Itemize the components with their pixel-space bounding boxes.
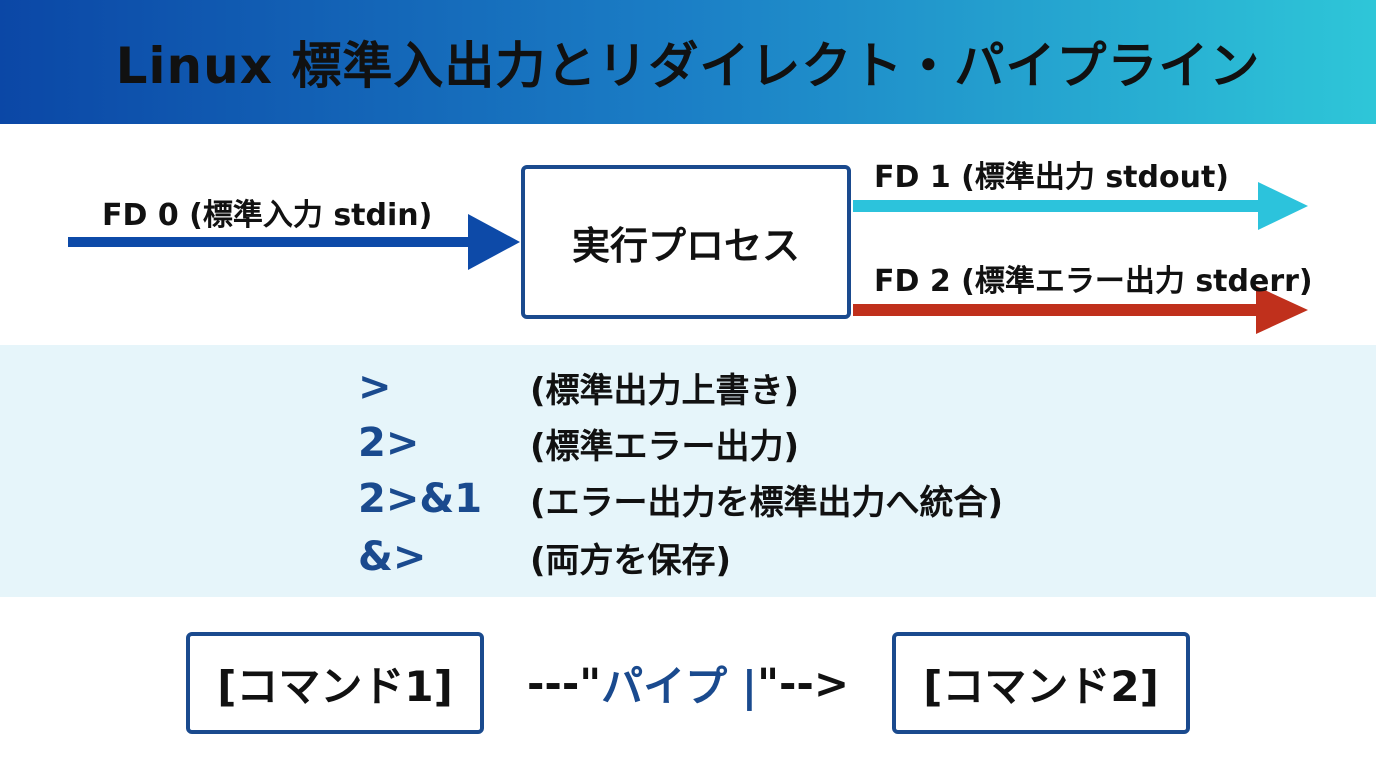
stdin-arrow	[68, 214, 520, 270]
operator-description: (標準出力上書き)	[530, 370, 800, 411]
stderr-label: FD 2 (標準エラー出力 stderr)	[874, 264, 1313, 299]
process-box: 実行プロセス	[521, 165, 851, 319]
flow-diagram	[68, 182, 1308, 334]
operator-description: (エラー出力を標準出力へ統合)	[530, 482, 1004, 523]
redirect-operators-panel	[0, 345, 1376, 597]
operator-symbol: 2>&1	[358, 476, 483, 522]
stderr-arrow	[853, 286, 1308, 334]
stdout-arrow	[853, 182, 1308, 230]
operator-symbol: >	[358, 364, 392, 410]
pipe-word: パイプ |	[601, 661, 758, 711]
operator-description: (両方を保存)	[530, 540, 732, 581]
page-title: Linux 標準入出力とリダイレクト・パイプライン	[115, 37, 1261, 95]
operator-symbol: 2>	[358, 420, 420, 466]
operator-description: (標準エラー出力)	[530, 426, 800, 467]
stdin-label: FD 0 (標準入力 stdin)	[102, 198, 433, 233]
pipe-prefix: ---"	[526, 658, 602, 708]
pipe-suffix: "-->	[757, 658, 850, 708]
title-banner	[0, 0, 1376, 124]
command1-box: [コマンド1]	[186, 632, 484, 734]
operator-symbol: &>	[358, 534, 427, 580]
pipe-connector: ---"パイプ | "-->	[484, 632, 892, 734]
stdout-label: FD 1 (標準出力 stdout)	[874, 160, 1230, 195]
command2-box: [コマンド2]	[892, 632, 1190, 734]
